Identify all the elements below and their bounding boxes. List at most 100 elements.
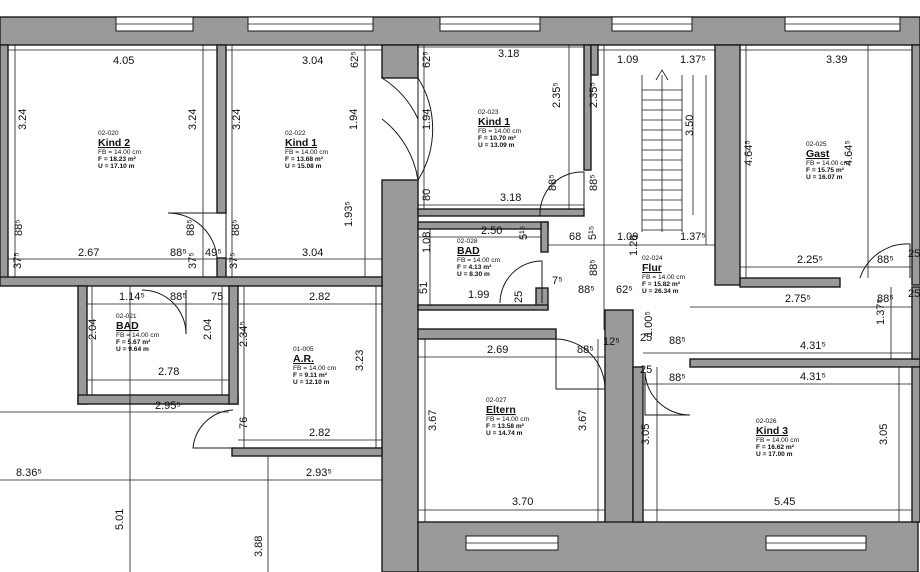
dimension-label: 4.64⁵ bbox=[843, 140, 855, 166]
exterior-wall-right bbox=[911, 44, 920, 286]
door-kind1-corridor bbox=[381, 118, 419, 181]
door-gast bbox=[859, 243, 911, 279]
dimension-label: 88⁵ bbox=[669, 372, 686, 384]
dimension-label: 3.39 bbox=[826, 54, 847, 66]
dimension-label: 25 bbox=[640, 364, 652, 376]
dimension-label: 37⁵ bbox=[187, 252, 199, 269]
room-id: 02-021 bbox=[116, 313, 137, 320]
room-fb: FB = 14.00 cm bbox=[642, 274, 686, 281]
dimension-label: 3.24 bbox=[187, 109, 199, 130]
dimension-label: 2.75⁵ bbox=[785, 293, 811, 305]
room-u: U = 16.07 m bbox=[806, 174, 843, 181]
dimension-label: 3.04 bbox=[302, 247, 323, 259]
dimension-label: 2.04 bbox=[202, 319, 214, 340]
room-fb: FB = 14.00 cm bbox=[285, 149, 329, 156]
dimension-label: 37⁵ bbox=[228, 252, 240, 269]
dimension-label: 1.99 bbox=[468, 289, 489, 301]
dimension-label: 3.50 bbox=[684, 115, 696, 136]
dimension-label: 88⁵ bbox=[877, 293, 894, 305]
dimension-label: 68 bbox=[569, 231, 581, 243]
wall-right-mid bbox=[911, 286, 920, 360]
dimension-label: 8.36⁵ bbox=[16, 467, 42, 479]
room-id: 02-025 bbox=[806, 141, 827, 148]
dimension-label: 4.31⁵ bbox=[800, 371, 826, 383]
dimension-label: 1.14⁵ bbox=[119, 291, 145, 303]
dimension-label: 1.37⁵ bbox=[680, 54, 706, 66]
corridor-pillar-top bbox=[381, 44, 419, 79]
dimension-label: 62⁵ bbox=[349, 51, 361, 68]
dimension-label: 3.05 bbox=[878, 424, 890, 445]
dimension-label: 49⁵ bbox=[205, 247, 222, 259]
door-bad1 bbox=[141, 289, 187, 335]
dimension-label: 12⁵ bbox=[603, 336, 620, 348]
dimension-label: 1.08 bbox=[421, 232, 433, 253]
room-id: 02-024 bbox=[642, 255, 663, 262]
dimension-label: 76 bbox=[238, 417, 250, 429]
dimension-label: 1.37⁵ bbox=[680, 231, 706, 243]
exterior-wall-left bbox=[0, 44, 9, 286]
room-id: 02-027 bbox=[486, 397, 507, 404]
dimension-label: 2.67 bbox=[78, 247, 99, 259]
room-name: Kind 2 bbox=[98, 137, 130, 149]
room-fb: FB = 14.00 cm bbox=[293, 365, 337, 372]
dimension-label: 2.78 bbox=[158, 366, 179, 378]
dimension-label: 3.18 bbox=[498, 48, 519, 60]
dimension-label: 88⁵ bbox=[877, 254, 894, 266]
dimension-label: 25 bbox=[908, 288, 920, 300]
dimension-label: 2.35⁵ bbox=[588, 82, 600, 108]
room-f: F = 9.11 m² bbox=[293, 372, 328, 379]
dimension-label: 2.04 bbox=[87, 319, 99, 340]
dimension-label: 1.09 bbox=[617, 54, 638, 66]
dimension-label: 1.94 bbox=[348, 109, 360, 130]
dimension-label: 1.09 bbox=[617, 231, 638, 243]
dimension-label: 2.69 bbox=[487, 344, 508, 356]
room-fb: FB = 14.00 cm bbox=[806, 160, 850, 167]
room-name: Kind 3 bbox=[756, 425, 788, 437]
room-u: U = 17.10 m bbox=[98, 163, 135, 170]
dimension-label: 3.04 bbox=[302, 55, 323, 67]
room-f: F = 10.70 m² bbox=[478, 135, 517, 142]
room-name: Kind 1 bbox=[478, 116, 510, 128]
wall-kind3-top bbox=[689, 358, 920, 368]
dimension-label: 88⁵ bbox=[669, 335, 686, 347]
dimension-label: 88⁵ bbox=[547, 174, 559, 191]
dimension-label: 2.50 bbox=[481, 225, 502, 237]
room-id: 02-023 bbox=[478, 109, 499, 116]
room-fb: FB = 14.00 cm bbox=[98, 149, 142, 156]
dimension-label: 5¹⁵ bbox=[518, 226, 530, 240]
room-u: U = 26.34 m bbox=[642, 288, 679, 295]
room-u: U = 8.30 m bbox=[457, 271, 490, 278]
dimension-label: 2.93⁵ bbox=[306, 467, 332, 479]
dimension-label: 88⁵ bbox=[578, 284, 595, 296]
central-wall bbox=[381, 179, 419, 572]
dimension-label: 51 bbox=[418, 282, 430, 294]
wall-ar-bottom bbox=[231, 447, 383, 457]
door-ar bbox=[192, 409, 234, 449]
wall-kind3-right bbox=[911, 366, 920, 523]
room-id: 02-026 bbox=[756, 418, 777, 425]
dimension-label: 3.67 bbox=[577, 410, 589, 431]
dimension-label: 62⁵ bbox=[421, 51, 433, 68]
dimension-label: 88⁵ bbox=[230, 219, 242, 236]
door-bad2 bbox=[499, 260, 543, 304]
wall-bad2-bottom bbox=[417, 304, 549, 311]
room-id: 02-028 bbox=[457, 238, 478, 245]
wall-kind1b-right bbox=[583, 44, 592, 171]
dimension-lines bbox=[0, 45, 912, 572]
room-fb: FB = 14.00 cm bbox=[457, 257, 501, 264]
dimension-label: 3.05 bbox=[640, 424, 652, 445]
dimension-label: 88⁵ bbox=[185, 219, 197, 236]
dimension-label: 2.95⁵ bbox=[155, 400, 181, 412]
dimension-label: 88⁵ bbox=[577, 344, 594, 356]
doors bbox=[141, 77, 911, 449]
door-kind1b-small bbox=[539, 171, 585, 217]
room-fb: FB = 14.00 cm bbox=[116, 332, 160, 339]
